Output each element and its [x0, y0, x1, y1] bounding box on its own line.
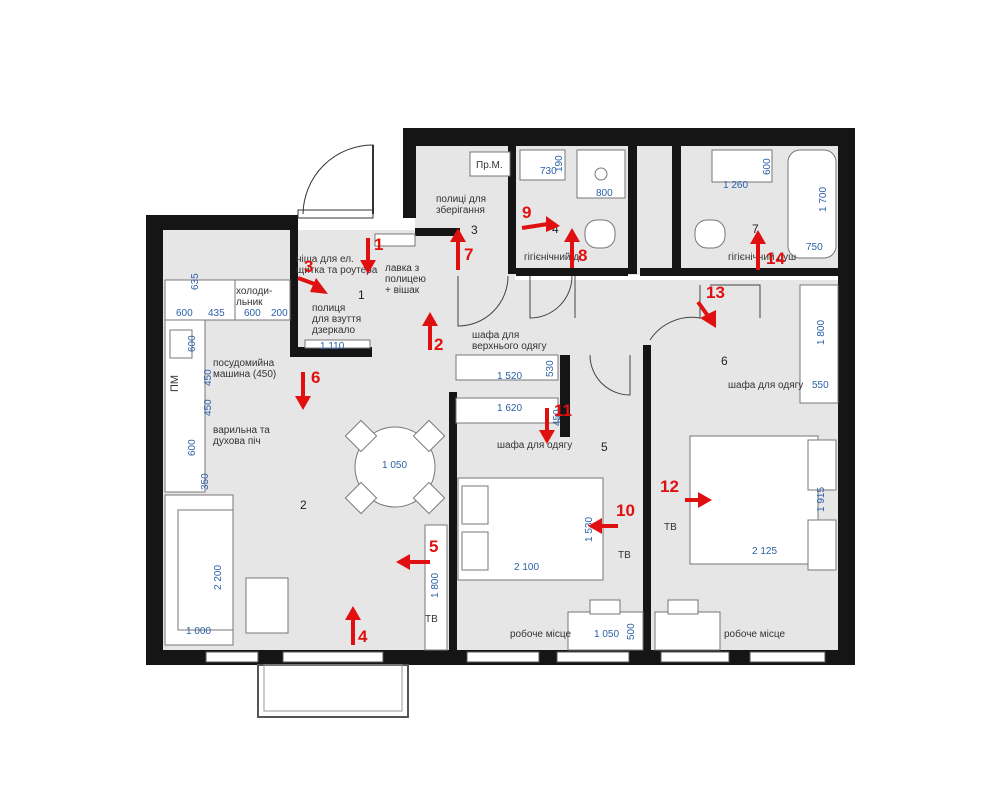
entry-door: [297, 144, 374, 219]
dim-800: 800: [596, 188, 613, 199]
kitchen-counter: [164, 279, 291, 493]
dim-200: 200: [271, 308, 288, 319]
room-number-3: 3: [471, 223, 478, 237]
viewpoint-marker-14: 14: [766, 249, 785, 268]
viewpoint-marker-9: 9: [522, 203, 532, 222]
hygienic-shower-4-label: гігієнічний д: [524, 252, 580, 263]
dim-1260: 1 260: [723, 180, 749, 191]
viewpoint-marker-3: 3: [304, 257, 314, 276]
viewpoint-marker-11: 11: [554, 401, 572, 420]
room-number-7: 7: [752, 222, 759, 236]
dim-1110: 1 110: [320, 341, 345, 352]
tv-label-bedroom-5: ТВ: [618, 550, 631, 561]
viewpoint-marker-6: 6: [311, 368, 321, 387]
dim-2125: 2 125: [752, 546, 778, 557]
viewpoint-marker-2: 2: [434, 335, 444, 354]
storage-shelves-label: полиці для зберігання: [436, 194, 486, 216]
workspace-6-label: робоче місце: [724, 629, 786, 640]
dim-1050-desk: 1 050: [594, 629, 620, 640]
viewpoint-marker-5: 5: [429, 537, 439, 556]
dim-750: 750: [806, 242, 823, 253]
hall-furniture: [304, 233, 559, 651]
dim-550: 550: [812, 380, 829, 391]
bench-label: лавка з полицею + вішак: [385, 263, 426, 296]
dim-1050-table: 1 050: [382, 460, 408, 471]
balcony: [257, 664, 409, 718]
hygienic-shower-7-label: гігієнічний душ: [728, 252, 797, 263]
niche-label: ніша для ел. щитка та роутера: [296, 254, 378, 276]
viewpoint-marker-4: 4: [358, 627, 368, 646]
shoe-shelf-label: полиця для взуття дзеркало: [312, 303, 362, 336]
desks: [567, 284, 839, 651]
wardrobe-5-label: шафа для одягу: [497, 440, 573, 451]
room-number-6: 6: [721, 354, 728, 368]
viewpoint-marker-10: 10: [616, 501, 635, 520]
tv-label-bedroom-6: ТВ: [664, 522, 677, 533]
dim-1620: 1 620: [497, 403, 523, 414]
tv-label-living: ТВ: [425, 614, 438, 625]
wardrobe-6-label: шафа для одягу: [728, 380, 804, 391]
sofa: [164, 494, 289, 646]
fridge-label: холоди- льник: [236, 286, 273, 308]
pr-m-label: Пр.М.: [476, 160, 503, 171]
dim-730: 730: [540, 166, 557, 177]
viewpoint-marker-13: 13: [706, 283, 725, 302]
viewpoint-marker-8: 8: [578, 246, 588, 265]
workspace-5-label: робоче місце: [510, 629, 572, 640]
windows: [205, 651, 826, 663]
dim-1520: 1 520: [497, 371, 523, 382]
dim-2100: 2 100: [514, 562, 540, 573]
dim-435: 435: [208, 308, 225, 319]
stove-label: варильна та духова піч: [213, 425, 270, 447]
bathroom-fixtures: [469, 149, 837, 259]
door-swings: [457, 275, 761, 396]
dining-table: [344, 419, 446, 515]
viewpoint-marker-7: 7: [464, 245, 474, 264]
room-number-2: 2: [300, 498, 307, 512]
viewpoint-marker-12: 12: [660, 477, 679, 496]
dim-1000: 1 000: [186, 626, 212, 637]
room-number-4: 4: [552, 222, 559, 236]
room-number-1: 1: [358, 288, 365, 302]
dim-600-top-a: 600: [176, 308, 193, 319]
outer-wardrobe-label: шафа для верхнього одягу: [472, 330, 547, 352]
viewpoint-marker-1: 1: [374, 235, 384, 254]
dishwasher-label: посудомийна машина (450): [213, 358, 277, 380]
dim-600-top-b: 600: [244, 308, 261, 319]
room-number-5: 5: [601, 440, 608, 454]
